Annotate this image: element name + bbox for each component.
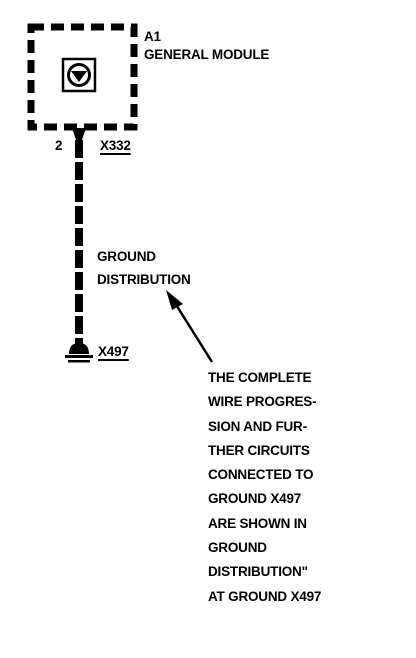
ground-ref: X497 <box>98 344 129 359</box>
component-box <box>27 23 138 131</box>
connector-ref: X332 <box>100 138 131 153</box>
note-line: ARE SHOWN IN <box>208 515 307 531</box>
component-name: GENERAL MODULE <box>144 47 270 62</box>
note-line: AT GROUND X497 <box>208 588 322 604</box>
note-line: THER CIRCUITS <box>208 442 310 458</box>
leader-arrow <box>166 290 214 363</box>
note-line: CONNECTED TO <box>208 467 314 483</box>
wire-label-line2: DISTRIBUTION <box>97 272 191 287</box>
ground-symbol-icon <box>61 57 97 93</box>
note-line: DISTRIBUTION" <box>208 564 308 580</box>
note-text-block: THE COMPLETE WIRE PROGRES- SION AND FUR-… <box>208 366 321 609</box>
note-line: GROUND X497 <box>208 491 302 507</box>
connector-pin <box>72 128 86 140</box>
note-line: WIRE PROGRES- <box>208 394 317 410</box>
note-line: THE COMPLETE <box>208 370 312 385</box>
wire-label-line1: GROUND <box>97 249 156 264</box>
pin-number: 2 <box>55 138 63 153</box>
note-line: GROUND <box>208 540 267 556</box>
note-line: SION AND FUR- <box>208 418 307 434</box>
component-ref: A1 <box>144 29 161 44</box>
ground-terminal-icon <box>65 343 93 363</box>
